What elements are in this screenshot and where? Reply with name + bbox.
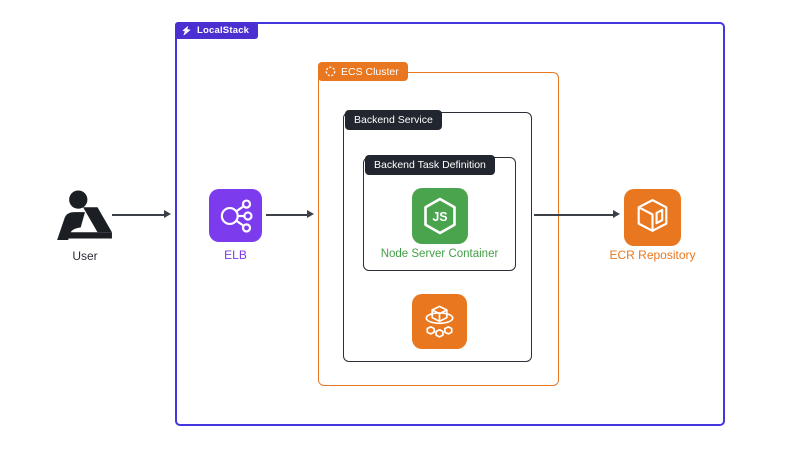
elb-node <box>209 189 262 242</box>
load-balancer-icon <box>220 198 253 233</box>
node-server-label: Node Server Container <box>380 248 499 260</box>
nodejs-hexagon-icon: JS <box>424 197 456 235</box>
ecs-service-node <box>412 294 467 349</box>
nodejs-js-glyph: JS <box>432 210 447 224</box>
backend-task-definition-container: Backend Task Definition <box>363 155 516 271</box>
arrow-user-to-elb <box>112 211 171 218</box>
user-label: User <box>72 249 98 263</box>
arrow-elb-to-ecs-cluster <box>266 211 314 218</box>
backend-task-definition-badge: Backend Task Definition <box>365 155 495 175</box>
ecr-label: ECR Repository <box>609 248 696 262</box>
localstack-container: LocalStack <box>175 22 725 426</box>
localstack-badge-label: LocalStack <box>197 25 250 36</box>
ecr-registry-cube-icon <box>637 199 668 232</box>
localstack-badge: LocalStack <box>175 22 259 39</box>
localstack-rocket-icon <box>182 25 191 36</box>
ecr-node <box>624 189 681 246</box>
person-at-laptop-icon <box>57 190 112 240</box>
arrow-service-to-ecr <box>534 211 620 218</box>
ecs-cluster-ring-icon <box>325 66 336 77</box>
backend-service-badge-label: Backend Service <box>354 114 433 126</box>
ecs-cluster-container: ECS Cluster <box>318 62 559 386</box>
elb-label: ELB <box>224 248 247 262</box>
ecs-cluster-badge: ECS Cluster <box>318 62 408 81</box>
backend-service-badge: Backend Service <box>345 110 442 130</box>
ecs-container-service-icon <box>425 305 454 338</box>
backend-service-container: Backend Service <box>343 110 532 362</box>
node-server-node: JS <box>412 188 468 244</box>
ecs-cluster-badge-label: ECS Cluster <box>341 65 399 78</box>
backend-task-definition-badge-label: Backend Task Definition <box>374 159 486 171</box>
